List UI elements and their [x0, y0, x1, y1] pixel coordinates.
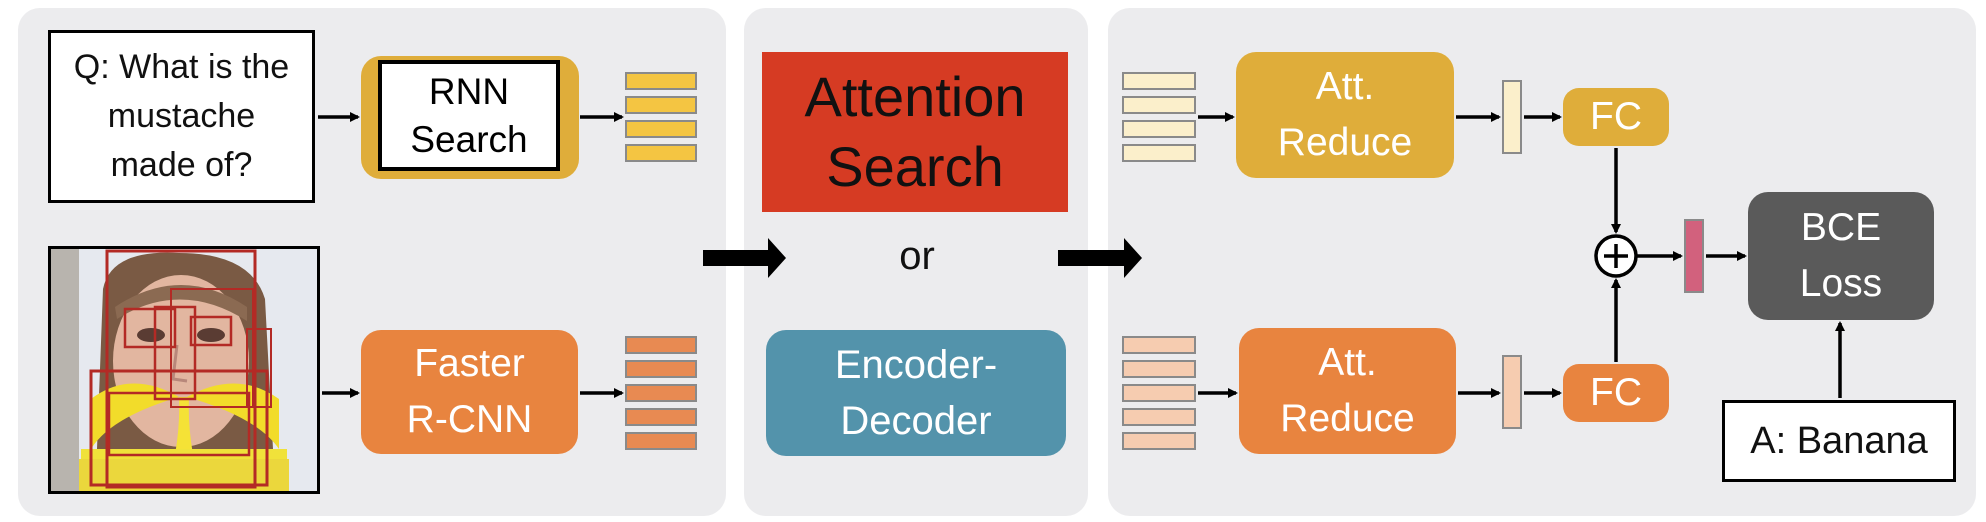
encoder-decoder-line-1: Encoder- [834, 343, 998, 387]
att-feature-cell [1122, 384, 1196, 402]
big-arrow-left [703, 238, 786, 278]
attention-search-line-2: Search [826, 135, 1004, 198]
encoder-decoder-module: Encoder- Decoder [766, 330, 1066, 456]
rnn-search-line-1: RNN [428, 70, 510, 112]
image-feature-cell [625, 408, 697, 426]
att-feature-cell [1122, 360, 1196, 378]
att-reduce-top-line-1: Att. [1315, 65, 1375, 108]
image-feature-stack [625, 336, 697, 452]
attention-search-line-1: Attention [804, 65, 1026, 128]
rnn-search-inner: RNN Search [378, 60, 560, 171]
or-label: or [899, 234, 935, 278]
encoder-decoder-line-2: Decoder [840, 399, 992, 443]
image-feature-cell [625, 336, 697, 354]
att-feature-cell [1122, 408, 1196, 426]
question-feature-cell [625, 144, 697, 162]
att-reduce-top-module: Att. Reduce [1236, 52, 1454, 178]
att-reduce-top-line-2: Reduce [1277, 121, 1413, 164]
att-feature-cell [1122, 96, 1196, 114]
image-feature-cell [625, 384, 697, 402]
faster-rcnn-line-2: R-CNN [406, 398, 533, 441]
rnn-search-line-2: Search [410, 118, 528, 160]
reduced-feature-top [1502, 80, 1522, 154]
fc-top-module: FC [1563, 88, 1669, 146]
question-line-1: Q: What is the [73, 48, 290, 86]
question-feature-stack [625, 72, 697, 164]
fused-feature [1684, 219, 1704, 293]
fc-bottom-module: FC [1563, 364, 1669, 422]
bce-loss-line-1: BCE [1800, 206, 1882, 249]
sum-node [1594, 234, 1638, 278]
att-feature-cell [1122, 72, 1196, 90]
question-feature-cell [625, 96, 697, 114]
question-feature-cell [625, 72, 697, 90]
image-feature-cell [625, 432, 697, 450]
attention-search-module: Attention Search [762, 52, 1068, 212]
question-line-2: mustache [107, 97, 256, 135]
fc-top-label: FC [1590, 95, 1642, 138]
att-input-stack-bottom [1122, 336, 1196, 452]
att-reduce-bottom-line-1: Att. [1318, 341, 1377, 384]
answer-box: A: Banana [1722, 400, 1956, 482]
question-line-3: made of? [110, 146, 253, 184]
image-feature-cell [625, 360, 697, 378]
att-reduce-bottom-line-2: Reduce [1280, 397, 1415, 440]
big-arrow-right [1058, 238, 1142, 278]
att-feature-cell [1122, 144, 1196, 162]
faster-rcnn-module: Faster R-CNN [361, 330, 578, 454]
region-boxes [89, 249, 272, 489]
input-image [48, 246, 320, 494]
att-reduce-bottom-module: Att. Reduce [1239, 328, 1456, 454]
att-feature-cell [1122, 120, 1196, 138]
att-input-stack-top [1122, 72, 1196, 164]
fc-bottom-label: FC [1590, 371, 1642, 414]
answer-label: A: Banana [1750, 419, 1928, 462]
att-feature-cell [1122, 432, 1196, 450]
att-feature-cell [1122, 336, 1196, 354]
question-box: Q: What is the mustache made of? [48, 30, 315, 203]
reduced-feature-bottom [1502, 355, 1522, 429]
question-feature-cell [625, 120, 697, 138]
bce-loss-module: BCE Loss [1748, 192, 1934, 320]
bce-loss-line-2: Loss [1799, 262, 1883, 305]
faster-rcnn-line-1: Faster [414, 342, 525, 385]
